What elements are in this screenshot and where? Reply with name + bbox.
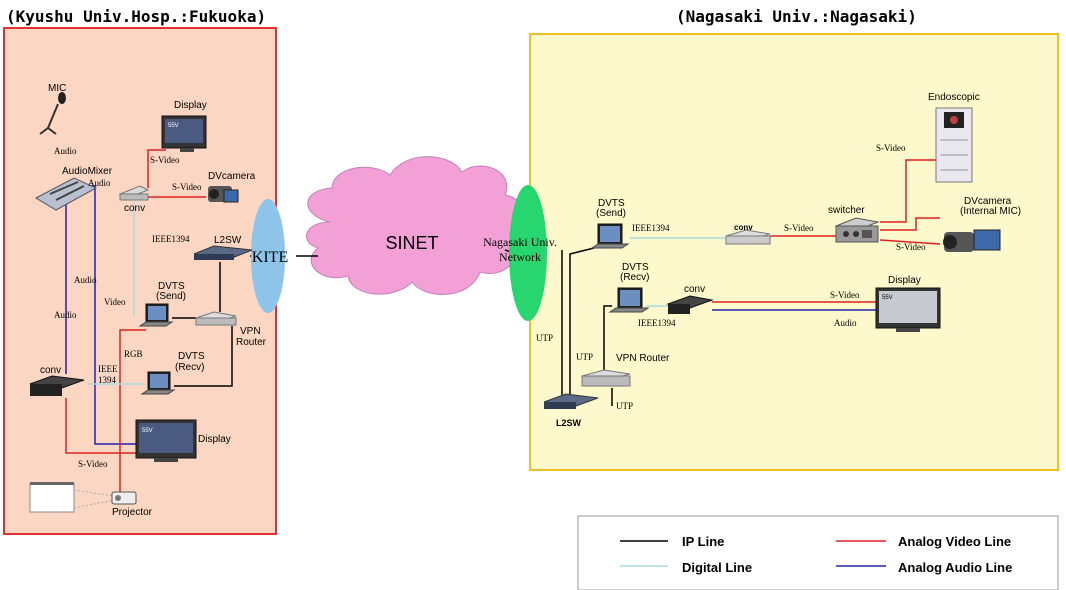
legend-video-label: Analog Video Line: [898, 534, 1011, 549]
conv-icon: [29, 375, 85, 396]
laptop-icon: [608, 287, 650, 313]
ieee1394-label: IEEE1394: [632, 223, 670, 233]
nagasaki-net-label-1: Nagasaki Univ.: [483, 235, 557, 249]
dvts-recv-label-1: DVTS: [178, 351, 205, 362]
switcher-label: switcher: [828, 205, 865, 216]
audio-label: Audio: [88, 178, 111, 188]
fukuoka-title: (Kyushu Univ.Hosp.:Fukuoka): [6, 7, 266, 26]
endoscope-icon: [935, 107, 973, 183]
legend-ip-label: IP Line: [682, 534, 724, 549]
conv-label: conv: [124, 203, 145, 214]
kite-label: KITE: [252, 249, 288, 266]
dvts-recv-label-2: (Recv): [175, 362, 204, 373]
projection-screen-icon: [29, 482, 115, 513]
video-wire: [880, 159, 936, 223]
endoscopic-label: Endoscopic: [928, 92, 980, 103]
audio-mixer-label: AudioMixer: [62, 166, 113, 177]
video-label: Video: [104, 297, 126, 307]
mic-icon: [39, 92, 66, 135]
conv-icon: [725, 229, 771, 245]
l2sw-icon: [543, 393, 599, 409]
dvts-send-label-2: (Send): [156, 291, 186, 302]
display-badge: 55V: [168, 123, 179, 129]
vpn-router-label-1: VPN: [240, 326, 261, 337]
ip-wire: [569, 247, 595, 398]
s-video-label: S-Video: [78, 459, 108, 469]
audio-label: Audio: [74, 275, 97, 285]
l2sw-icon: [193, 245, 253, 260]
vpn-router-label: VPN Router: [616, 353, 670, 364]
legend: IP Line Digital Line Analog Video Line A…: [577, 515, 1059, 590]
dvts-recv-label-2: (Recv): [620, 272, 649, 283]
ieee1394-label: IEEE1394: [152, 234, 190, 244]
vpn-router-icon: [581, 369, 631, 387]
s-video-label: S-Video: [784, 223, 814, 233]
conv-icon: [118, 185, 150, 201]
vpn-router-icon: [195, 311, 237, 326]
dvcamera-icon: [943, 229, 1001, 252]
utp-label: UTP: [576, 352, 593, 362]
nagasaki-net-label-2: Network: [499, 250, 541, 264]
video-wire: [879, 239, 941, 245]
conv-bottom-label: conv: [40, 365, 61, 376]
mic-label: MIC: [48, 83, 66, 94]
legend-audio-label: Analog Audio Line: [898, 560, 1012, 575]
video-wire: [147, 149, 166, 188]
switcher-icon: [834, 217, 880, 243]
projector-icon: [111, 491, 137, 505]
conv-label: conv: [734, 223, 753, 232]
dvts-send-label-1: DVTS: [598, 198, 625, 209]
display-label: Display: [174, 100, 207, 111]
display-icon: [875, 287, 941, 332]
laptop-icon: [138, 303, 174, 327]
video-wire: [65, 398, 136, 454]
audio-label: Audio: [54, 310, 77, 320]
s-video-label: S-Video: [830, 290, 860, 300]
utp-label: UTP: [616, 401, 633, 411]
dvts-send-label-1: DVTS: [158, 281, 185, 292]
audio-mixer-icon: [34, 177, 98, 211]
dvcamera-label-2: (Internal MIC): [960, 206, 1021, 217]
nagasaki-title: (Nagasaki Univ.:Nagasaki): [676, 7, 917, 26]
conv-bottom-label: conv: [684, 284, 705, 295]
ip-wire: [174, 326, 233, 387]
dvcamera-label-1: DVcamera: [964, 196, 1012, 207]
dvts-send-label-2: (Send): [596, 208, 626, 219]
conv-icon: [666, 295, 714, 314]
nagasaki-univ-network: [509, 185, 547, 321]
display-icon: [161, 115, 207, 152]
vpn-router-label-2: Router: [236, 337, 267, 348]
utp-label: UTP: [536, 333, 553, 343]
ieee-1394-label: 1394: [98, 375, 117, 385]
display-icon: [135, 419, 197, 462]
legend-digital-label: Digital Line: [682, 560, 752, 575]
laptop-icon: [140, 371, 176, 395]
dvcamera-label: DVcamera: [208, 171, 256, 182]
kite-network: [251, 199, 285, 313]
ieee1394-label: IEEE1394: [638, 318, 676, 328]
laptop-icon: [590, 223, 630, 249]
dvts-recv-label-1: DVTS: [622, 262, 649, 273]
display-badge: 55V: [882, 295, 893, 301]
video-wire: [880, 217, 940, 231]
display-label: Display: [888, 275, 921, 286]
sinet-cloud: [306, 156, 526, 295]
display-bottom-label: Display: [198, 434, 231, 445]
video-wire: [119, 329, 146, 496]
audio-label: Audio: [834, 318, 857, 328]
sinet-label: SINET: [385, 233, 438, 253]
display-bottom-badge: 55V: [142, 428, 153, 434]
audio-label: Audio: [54, 146, 77, 156]
rgb-label: RGB: [124, 349, 143, 359]
ieee-label: IEEE: [98, 364, 118, 374]
projector-label: Projector: [112, 507, 153, 518]
s-video-label: S-Video: [876, 143, 906, 153]
s-video-label: S-Video: [150, 155, 180, 165]
s-video-label: S-Video: [896, 242, 926, 252]
dvcamera-icon: [208, 186, 239, 203]
l2sw-label: L2SW: [556, 418, 582, 428]
l2sw-label: L2SW: [214, 235, 242, 246]
s-video-label: S-Video: [172, 182, 202, 192]
